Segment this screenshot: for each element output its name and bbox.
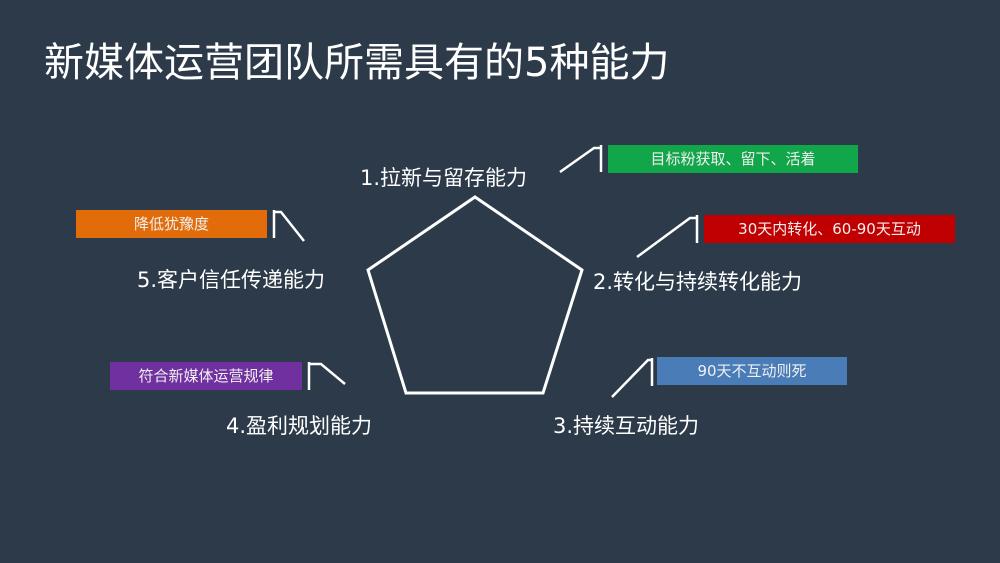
ability-label-2: 2.转化与持续转化能力 bbox=[593, 270, 803, 294]
tag-4: 符合新媒体运营规律 bbox=[110, 362, 302, 390]
ability-label-5: 5.客户信任传递能力 bbox=[137, 268, 326, 292]
tag-1: 目标粉获取、留下、活着 bbox=[608, 145, 858, 173]
ability-label-4: 4.盈利规划能力 bbox=[226, 414, 373, 438]
connector-3 bbox=[611, 358, 652, 398]
connector-1 bbox=[559, 146, 601, 174]
connector-4 bbox=[309, 362, 346, 385]
tag-3: 90天不互动则死 bbox=[657, 357, 847, 385]
ability-label-3: 3.持续互动能力 bbox=[553, 414, 700, 438]
connector-5 bbox=[274, 210, 305, 242]
slide-title: 新媒体运营团队所需具有的5种能力 bbox=[44, 40, 670, 86]
pentagon bbox=[366, 195, 584, 395]
tag-5: 降低犹豫度 bbox=[76, 210, 267, 238]
connector-2 bbox=[636, 216, 697, 259]
ability-label-1: 1.拉新与留存能力 bbox=[360, 166, 528, 190]
tag-2: 30天内转化、60-90天互动 bbox=[704, 215, 955, 243]
